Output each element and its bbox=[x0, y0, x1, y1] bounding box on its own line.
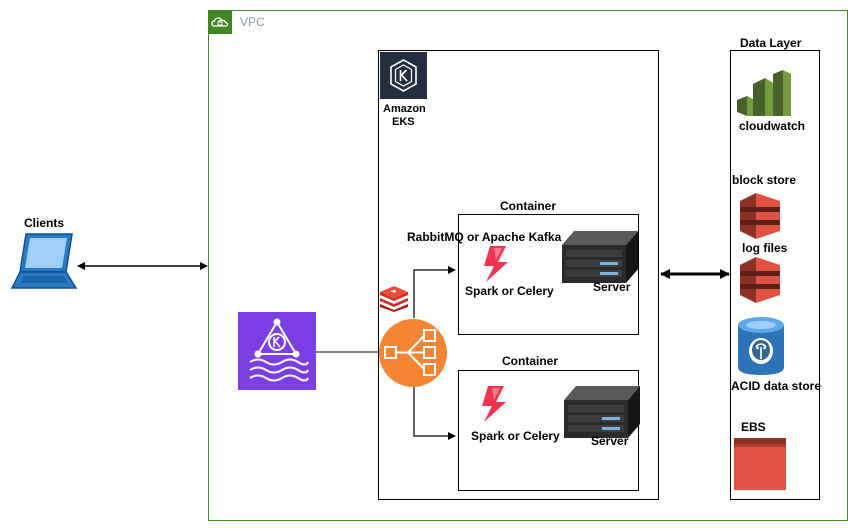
server-icon-1 bbox=[560, 229, 640, 285]
ebs-label: EBS bbox=[741, 420, 766, 434]
server-icon-2 bbox=[562, 384, 642, 440]
postgres-rds-icon bbox=[736, 315, 786, 377]
kinesis-icon bbox=[238, 312, 316, 390]
laptop-icon bbox=[10, 230, 78, 292]
s3-block-store-icon bbox=[736, 193, 784, 239]
load-balancer-icon bbox=[378, 318, 448, 388]
server-label-1: Server bbox=[593, 280, 631, 294]
eks-cluster-box bbox=[378, 50, 659, 500]
container-box-1 bbox=[458, 214, 639, 335]
worker-label-2: Spark or Celery bbox=[471, 429, 560, 443]
ebs-volume-icon bbox=[734, 438, 786, 490]
worker-label-1: Spark or Celery bbox=[465, 284, 554, 298]
cloudwatch-label: cloudwatch bbox=[739, 119, 806, 133]
block-store-label: block store bbox=[732, 173, 797, 187]
container-title-2: Container bbox=[502, 354, 559, 368]
eks-icon bbox=[380, 52, 427, 99]
server-label-2: Server bbox=[591, 434, 629, 448]
eks-label-line2: EKS bbox=[392, 116, 415, 128]
queue-label: RabbitMQ or Apache Kafka bbox=[407, 230, 562, 244]
spark-icon-2 bbox=[478, 384, 512, 424]
log-files-label: log files bbox=[742, 241, 788, 255]
cloudwatch-icon bbox=[735, 66, 793, 118]
redis-icon bbox=[378, 286, 410, 312]
container-box-2 bbox=[458, 370, 639, 491]
data-layer-box bbox=[730, 50, 820, 500]
vpc-group bbox=[208, 10, 848, 521]
data-layer-title: Data Layer bbox=[740, 36, 802, 50]
clients-label: Clients bbox=[24, 216, 65, 230]
vpc-cloud-icon bbox=[208, 10, 232, 34]
s3-log-files-icon bbox=[736, 257, 784, 303]
vpc-label: VPC bbox=[240, 15, 265, 29]
spark-icon-1 bbox=[480, 244, 514, 284]
eks-label-line1: Amazon bbox=[383, 103, 426, 115]
container-title-1: Container bbox=[500, 199, 557, 213]
acid-data-store-label: ACID data store bbox=[731, 379, 822, 393]
